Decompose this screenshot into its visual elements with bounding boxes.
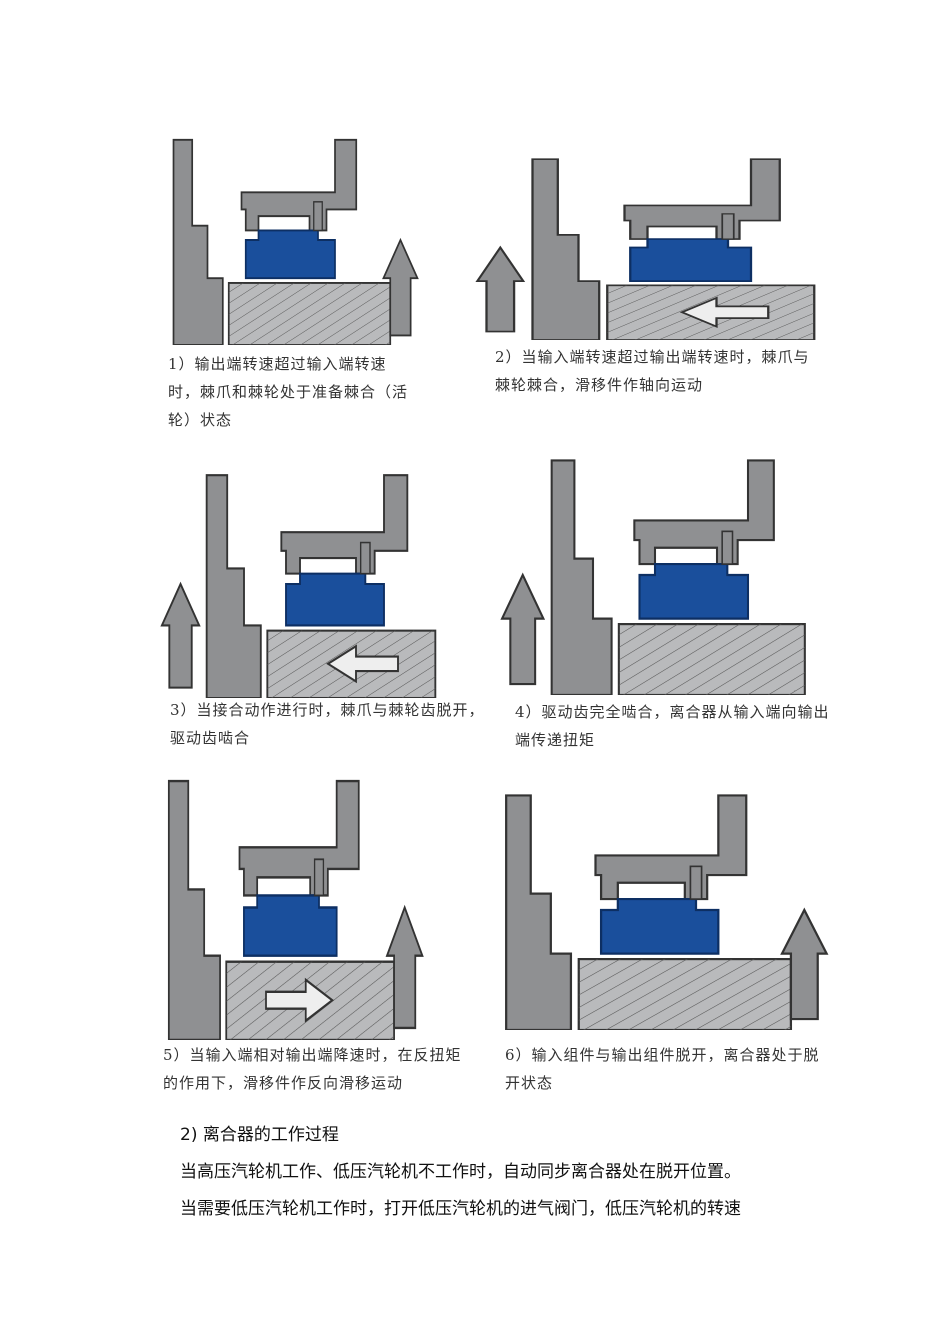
ratchet-ring	[638, 563, 750, 620]
sliding-sleeve	[240, 138, 358, 232]
figure-2	[475, 155, 820, 340]
sliding-sleeve	[633, 459, 775, 566]
input-housing	[172, 138, 224, 345]
slide-direction-arrow-icon	[326, 644, 399, 684]
sliding-sleeve	[594, 794, 748, 901]
input-housing	[205, 474, 262, 698]
rotation-arrow-icon	[780, 907, 829, 1021]
slide-direction-arrow-icon	[679, 296, 770, 328]
pawl	[313, 858, 325, 897]
clutch-diagram	[167, 779, 424, 1040]
pawl	[689, 865, 703, 900]
clutch-diagram	[475, 158, 816, 340]
input-housing	[531, 158, 601, 340]
section-heading: 2) 离合器的工作过程	[180, 1125, 339, 1145]
clutch-diagram	[160, 474, 437, 698]
paragraph-line-2: 当需要低压汽轮机工作时，打开低压汽轮机的进气阀门，低压汽轮机的转速	[180, 1199, 741, 1219]
pawl	[359, 541, 371, 575]
figure-1-caption: 1）输出端转速超过输入端转速时，棘爪和棘轮处于准备棘合（活轮）状态	[168, 355, 409, 429]
paragraph-line-1: 当高压汽轮机工作、低压汽轮机不工作时，自动同步离合器处在脱开位置。	[180, 1162, 741, 1182]
rotation-arrow-icon	[160, 581, 201, 689]
ratchet-ring	[629, 238, 753, 282]
pawl	[313, 201, 323, 232]
ratchet-ring	[243, 894, 338, 957]
clutch-diagram	[505, 794, 829, 1030]
figure-4-caption: 4）驱动齿完全啮合，离合器从输入端向输出端传递扭矩	[515, 703, 830, 749]
figure-6	[495, 790, 830, 1030]
sliding-sleeve	[238, 779, 360, 897]
rotation-arrow-icon	[475, 245, 526, 333]
ratchet-ring	[285, 572, 385, 627]
rotation-arrow-icon	[500, 572, 546, 686]
figure-5-caption: 5）当输入端相对输出端降速时，在反扭矩的作用下，滑移件作反向滑移运动	[163, 1046, 462, 1092]
figure-5	[160, 775, 425, 1040]
figure-2-caption: 2）当输入端转速超过输出端转速时，棘爪与棘轮棘合，滑移件作轴向运动	[495, 348, 810, 394]
sliding-sleeve	[280, 474, 409, 575]
figure-3	[160, 470, 440, 698]
pawl	[721, 530, 734, 565]
figure-6-caption: 6）输入组件与输出组件脱开，离合器处于脱开状态	[505, 1046, 820, 1092]
figure-4	[500, 455, 810, 695]
clutch-diagram	[500, 459, 806, 695]
clutch-diagram	[172, 138, 419, 345]
ratchet-ring	[599, 898, 720, 955]
pawl	[721, 213, 735, 240]
rotation-arrow-icon	[385, 904, 424, 1030]
ratchet-ring	[244, 229, 336, 280]
input-housing	[167, 779, 221, 1040]
figure-1	[165, 135, 420, 345]
input-housing	[505, 794, 573, 1030]
rotation-arrow-icon	[382, 237, 419, 337]
input-housing	[550, 459, 613, 695]
sliding-sleeve	[623, 158, 781, 240]
slide-direction-arrow-icon	[265, 977, 335, 1023]
figure-3-caption: 3）当接合动作进行时，棘爪与棘轮齿脱开，驱动齿啮合	[170, 701, 485, 747]
